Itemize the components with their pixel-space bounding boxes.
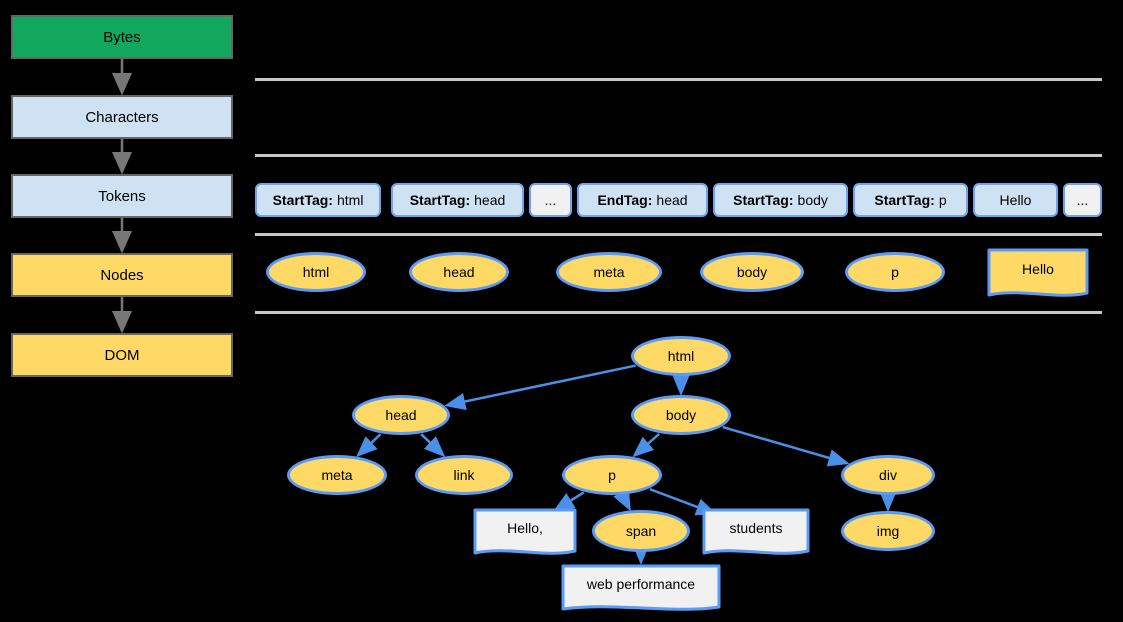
tree-edge-html-to-head: [444, 364, 636, 411]
node-label: head: [443, 264, 475, 280]
tree-node-html: html: [631, 336, 731, 376]
token-prefix: StartTag:: [874, 192, 935, 208]
tree-node-meta: meta: [287, 455, 387, 495]
pipeline-step-bytes: Bytes: [11, 15, 233, 59]
token-chip: StartTag:html: [255, 183, 381, 217]
token-chip: ...: [1063, 183, 1102, 217]
node-object-body: body: [700, 252, 804, 292]
tree-node-div: div: [841, 455, 935, 495]
node-label: span: [625, 523, 657, 539]
node-object-p: p: [845, 252, 945, 292]
node-object-head: head: [409, 252, 509, 292]
pipeline-step-characters: Characters: [11, 95, 233, 139]
pipeline-step-tokens: Tokens: [11, 174, 233, 218]
token-prefix: StartTag:: [409, 192, 471, 208]
token-value: head: [656, 192, 688, 208]
node-label: html: [302, 264, 330, 280]
node-label: meta: [593, 264, 625, 280]
token-chip: Hello: [973, 183, 1058, 217]
token-value: ...: [1076, 192, 1089, 208]
tree-edge-body-to-p: [632, 433, 660, 458]
node-label: head: [385, 407, 417, 423]
tree-node-link: link: [415, 455, 513, 495]
node-object-meta: meta: [556, 252, 662, 292]
token-prefix: StartTag:: [272, 192, 333, 208]
tree-edge-head-to-link: [420, 433, 446, 458]
divider-line: [255, 154, 1102, 157]
tree-node-stud: students: [702, 508, 810, 558]
node-label: p: [608, 467, 616, 483]
tree-node-head: head: [352, 395, 450, 435]
divider-line: [255, 233, 1102, 236]
token-value: body: [797, 192, 828, 208]
tree-edge-body-to-div: [722, 425, 850, 467]
pipeline-step-nodes: Nodes: [11, 253, 233, 297]
token-value: p: [938, 192, 947, 208]
pipeline-step-dom: DOM: [11, 333, 233, 377]
token-value: head: [474, 192, 506, 208]
token-value: Hello: [999, 192, 1032, 208]
tree-node-img: img: [841, 511, 935, 551]
node-object-Hello: Hello: [987, 248, 1089, 300]
pipeline-step-label: DOM: [104, 346, 140, 364]
token-prefix: StartTag:: [733, 192, 794, 208]
token-value: ...: [544, 192, 557, 208]
node-label: html: [667, 348, 695, 364]
tree-node-span: span: [592, 510, 690, 552]
pipeline-step-label: Bytes: [103, 28, 141, 46]
token-chip: EndTag:head: [577, 183, 708, 217]
tree-node-hello: Hello,: [473, 508, 577, 558]
node-object-html: html: [266, 252, 366, 292]
pipeline-step-label: Nodes: [100, 266, 144, 284]
divider-line: [255, 311, 1102, 314]
node-label: p: [891, 264, 899, 280]
tree-node-p: p: [562, 455, 662, 495]
token-chip: ...: [529, 183, 572, 217]
node-label: img: [876, 523, 900, 539]
tree-node-webp: web performance: [561, 564, 721, 614]
tree-edge-head-to-meta: [356, 433, 382, 458]
node-label: body: [665, 407, 697, 423]
pipeline-step-label: Tokens: [98, 187, 146, 205]
token-chip: StartTag:body: [713, 183, 848, 217]
pipeline-step-label: Characters: [85, 108, 159, 126]
node-label: meta: [321, 467, 353, 483]
token-chip: StartTag:p: [853, 183, 968, 217]
tree-edge-p-to-span: [613, 488, 631, 512]
tree-node-body: body: [631, 395, 731, 435]
token-value: html: [336, 192, 364, 208]
token-chip: StartTag:head: [391, 183, 524, 217]
token-prefix: EndTag:: [597, 192, 653, 208]
divider-line: [255, 78, 1102, 81]
node-label: link: [453, 467, 475, 483]
node-label: body: [736, 264, 768, 280]
node-label: div: [879, 467, 897, 483]
